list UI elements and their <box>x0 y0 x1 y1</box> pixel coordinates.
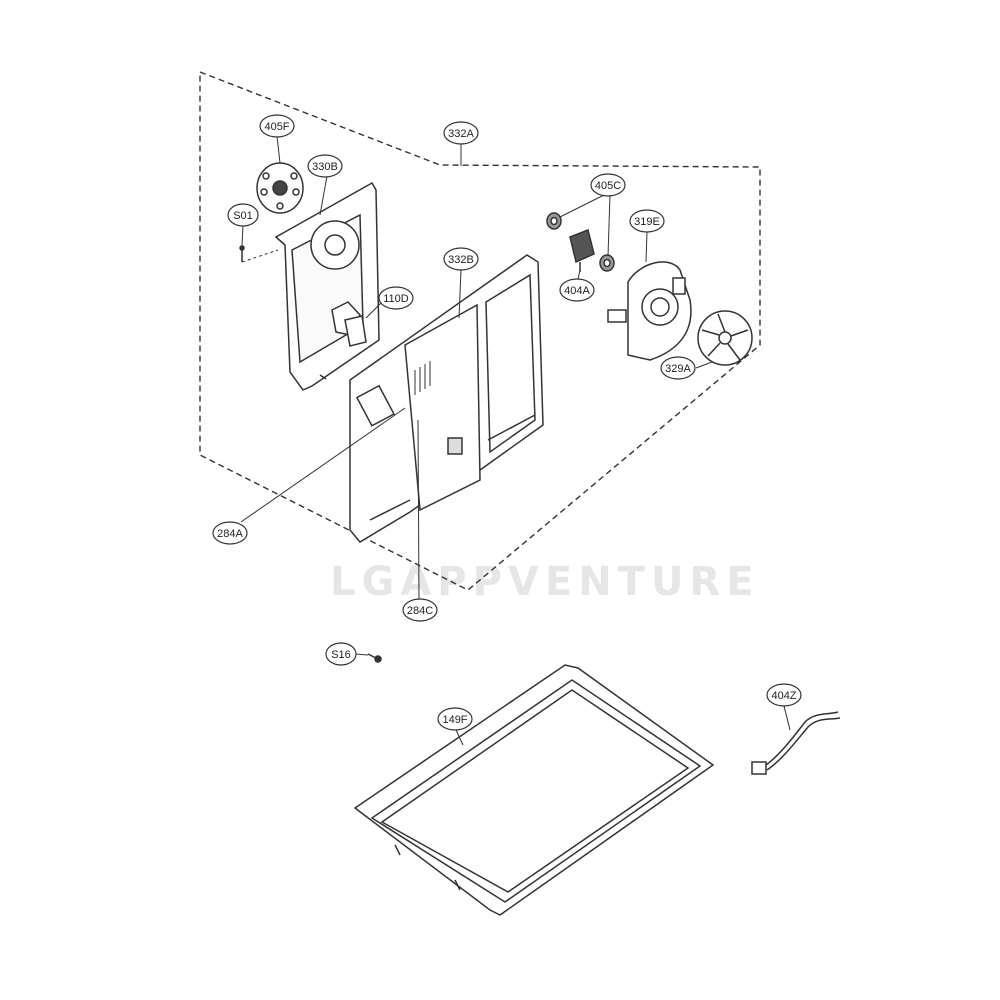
callout-404A: 404A <box>559 278 595 302</box>
callout-332A: 332A <box>443 121 479 145</box>
part-404Z-harness <box>751 711 841 775</box>
callout-S16-label: S16 <box>331 649 351 661</box>
assembly-boundary-332A <box>199 70 761 591</box>
callout-284A: 284A <box>212 521 248 545</box>
part-S01-screw <box>239 245 279 263</box>
callout-404A-label: 404A <box>564 285 590 297</box>
part-330B-bracket <box>274 181 380 391</box>
callout-329A-label: 329A <box>665 363 691 375</box>
part-405C-rings <box>546 212 615 272</box>
callout-284A-label: 284A <box>217 528 243 540</box>
callout-284C-label: 284C <box>407 605 433 617</box>
part-319E-fan-shroud <box>607 261 692 361</box>
callout-405F-label: 405F <box>264 121 289 133</box>
callout-110D-label: 110D <box>383 293 409 305</box>
callout-284C: 284C <box>402 598 438 622</box>
callout-S01: S01 <box>227 203 259 227</box>
callout-330B-label: 330B <box>312 161 338 173</box>
callout-S01-label: S01 <box>233 210 253 222</box>
callout-332A-label: 332A <box>448 128 474 140</box>
callout-149F: 149F <box>437 707 473 731</box>
callout-329A: 329A <box>660 356 696 380</box>
leader-lines <box>240 135 791 746</box>
callout-405F: 405F <box>259 114 295 138</box>
callout-319E-label: 319E <box>634 216 660 228</box>
part-329A-fan-blade <box>697 310 753 366</box>
callout-110D: 110D <box>378 286 414 310</box>
callout-330B: 330B <box>307 154 343 178</box>
part-332B-duct-cover <box>349 254 544 543</box>
part-404A-motor <box>569 228 595 272</box>
part-149F-shelf <box>353 664 715 916</box>
callout-S16: S16 <box>325 642 357 666</box>
callout-405C: 405C <box>590 173 626 197</box>
part-405F-disc <box>256 162 304 214</box>
callout-332B: 332B <box>443 247 479 271</box>
callout-149F-label: 149F <box>442 714 467 726</box>
callout-319E: 319E <box>629 209 665 233</box>
part-S16-screw <box>367 653 382 663</box>
callout-404Z: 404Z <box>766 683 802 707</box>
callout-404Z-label: 404Z <box>771 690 796 702</box>
part-110D-actuator <box>331 301 367 347</box>
watermark: LGAPPVENTURE <box>330 559 760 605</box>
callout-405C-label: 405C <box>595 180 621 192</box>
callout-332B-label: 332B <box>448 254 474 266</box>
